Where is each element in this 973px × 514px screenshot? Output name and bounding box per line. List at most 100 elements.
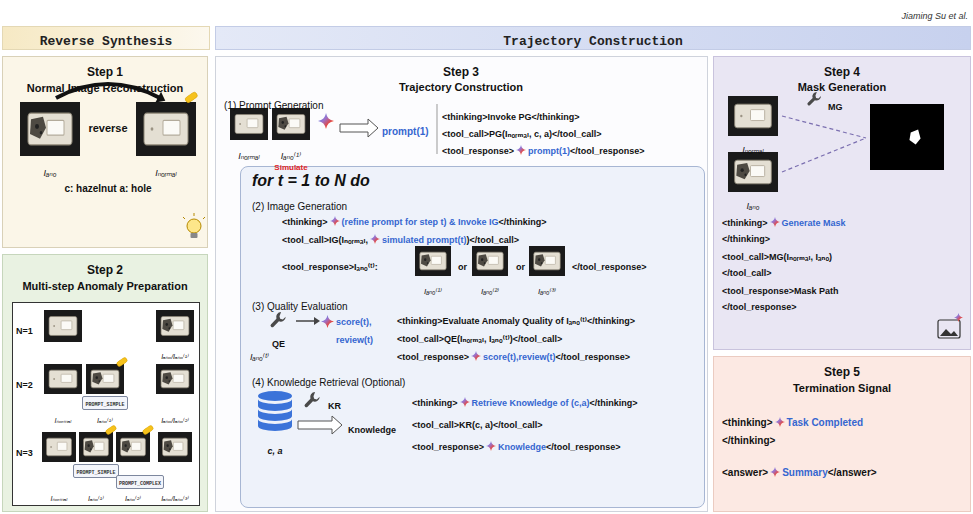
text-line: Iₙₒᵣₘₐₗ <box>238 145 260 163</box>
gemini-icon <box>516 145 526 155</box>
gemini-icon <box>516 145 526 155</box>
text-line: (4) Knowledge Retrieval (Optional) <box>252 372 405 390</box>
prompt-generation-art <box>272 108 310 140</box>
text-line: <thinking>(refine prompt for step t) & I… <box>282 211 547 229</box>
text-line: Step 3 <box>443 62 479 80</box>
text-line: Iₐₙₒ/Iₐₙₒ⁽³⁾ <box>161 487 189 505</box>
gemini-icon <box>486 441 496 451</box>
lightbulb-icon <box>187 219 201 233</box>
node-text: Step 2 <box>87 263 123 277</box>
node-text: simulated prompt(t) <box>382 235 467 245</box>
node-text: </answer> <box>828 467 877 478</box>
text-line: Mask Generation <box>798 77 887 95</box>
node-text: Iₙₒᵣₘₐₗ <box>51 495 68 502</box>
node-text: Iₐₙₒ⁽¹⁾ <box>88 495 104 502</box>
step1-images <box>155 92 165 103</box>
node-text: N=2 <box>16 380 33 390</box>
image-generation-art <box>472 246 508 276</box>
step1-images <box>136 102 196 156</box>
node-text: or <box>458 262 467 272</box>
node-text: <thinking>Evaluate Anomaly Quality of Iₐ… <box>397 316 635 326</box>
node-text: Step 4 <box>824 65 860 79</box>
node-text: Step 1 <box>87 65 123 79</box>
sample-box: N=1Iₐₙₒ/Iₐₙₒ⁽¹⁾N=2IₙₒᵣₘₐₗIₐₙₒ⁽¹⁾Iₐₙₒ/Iₐₙ… <box>12 302 200 506</box>
text-line: Iₙₒᵣₘₐₗ <box>51 487 68 505</box>
node-text: (4) Knowledge Retrieval (Optional) <box>252 377 405 388</box>
gemini-icon <box>330 216 340 226</box>
text-line: Normal Image Reconstruction <box>27 78 183 96</box>
text-line: Iₐₙₒ⁽³⁾ <box>538 280 556 298</box>
step-panel: Step 4 Mask GenerationIₙₒᵣₘₐₗIₐₙₒ MG <think… <box>713 56 971 350</box>
text-line: Iₙₒᵣₘₐₗ <box>55 409 72 427</box>
text-line: Knowledge <box>348 419 396 437</box>
node-text: KR <box>328 401 341 411</box>
text-line: Step 4 <box>824 62 860 80</box>
author-label: Jiaming Su et al. <box>901 5 968 23</box>
gemini-icon <box>460 397 470 407</box>
text-line: Iₐₙₒ⁽²⁾ <box>125 487 141 505</box>
gemini-icon <box>770 467 780 477</box>
node-text: Mask Generation <box>798 81 887 93</box>
node-text: </thinking> <box>722 234 770 244</box>
text-line: Multi-step Anomaly Preparation <box>22 276 187 294</box>
text-line: <thinking>Generate Mask <box>722 212 846 230</box>
node-text: Knowledge <box>498 442 546 452</box>
prompt-generation-art <box>230 104 437 154</box>
node-text: Iₐₙₒ <box>44 168 57 178</box>
node-text: Trajectory Construction <box>503 34 682 49</box>
text-line: Iₐₙₒ <box>44 162 57 180</box>
text-line: Iₙₒᵣₘₐₗ <box>742 139 764 157</box>
step-panel: Step 3Trajectory Construction(1) Prompt … <box>215 56 708 512</box>
loop-box: for t = 1 to N do(2) Image Generation<th… <box>240 166 705 508</box>
gemini-icon <box>486 441 496 451</box>
database-icon <box>258 391 292 431</box>
step1-images <box>20 84 198 156</box>
node-text: <tool_call>QE(Iₙₒᵣₘₐₗ, Iₐₙₒ⁽ᵗ⁾)</tool_ca… <box>397 334 562 344</box>
text-line: Iₐₙₒ⁽¹⁾ <box>424 280 442 298</box>
text-line: </tool_response> <box>722 296 797 314</box>
step1-images <box>56 84 160 98</box>
gemini-icon <box>516 145 526 155</box>
node-text: Simulate <box>274 163 307 172</box>
gemini-icon <box>460 397 470 407</box>
text-line: Iₐₙₒ <box>747 195 760 213</box>
step1-images <box>184 91 198 104</box>
node-text: Iₐₙₒ/Iₐₙₒ⁽²⁾ <box>161 417 189 424</box>
text-line: <thinking>Evaluate Anomaly Quality of Iₐ… <box>397 310 635 328</box>
text-line: <tool_response>prompt(1)</tool_response> <box>442 140 645 158</box>
text-line: Step 5 <box>824 362 860 380</box>
node-text: Iₐₙₒ <box>747 201 760 211</box>
gemini-icon <box>486 441 496 451</box>
gemini-icon <box>370 234 380 244</box>
node-text: Iₐₙₒ⁽ᵗ⁾ <box>250 352 269 362</box>
node-text: Iₐₙₒ⁽²⁾ <box>125 495 141 502</box>
text-line: <tool_call>MG(Iₙₒᵣₘₐₗ, Iₐₙₒ) <box>722 246 832 264</box>
label-text: Jiaming Su et al. <box>901 11 968 21</box>
text-line: Step 1 <box>87 62 123 80</box>
prompt-tag: PROMPT_COMPLEX <box>116 475 164 489</box>
node-text: N=1 <box>16 326 33 336</box>
quality-evaluation-art <box>296 320 314 322</box>
text-line: (2) Image Generation <box>252 196 347 214</box>
node-text: PROMPT_SIMPLE <box>76 470 115 476</box>
step2-images <box>105 425 117 436</box>
text-line: score(t), review(t) <box>336 311 394 348</box>
node-text: <thinking> <box>722 417 773 428</box>
node-text: </tool_response> <box>572 262 647 272</box>
node-text: <tool_call>IG(Iₙₒᵣₘₐₗ, <box>282 235 368 245</box>
text-line: Iₐₙₒ⁽¹⁾ <box>281 145 301 163</box>
picture-icon <box>954 313 963 322</box>
node-text: (3) Quality Evaluation <box>252 301 348 312</box>
node-text: c, a <box>267 446 282 456</box>
quality-evaluation-art <box>271 312 286 327</box>
step2-images <box>42 310 194 462</box>
node-text: MG <box>828 102 843 112</box>
prompt-generation-art <box>437 104 438 154</box>
node-text: QE <box>272 339 285 349</box>
text-line: or <box>516 256 525 274</box>
text-line: c: hazelnut a: hole <box>64 178 151 196</box>
lightbulb-icon <box>183 213 205 219</box>
node-text: Termination Signal <box>793 382 891 394</box>
